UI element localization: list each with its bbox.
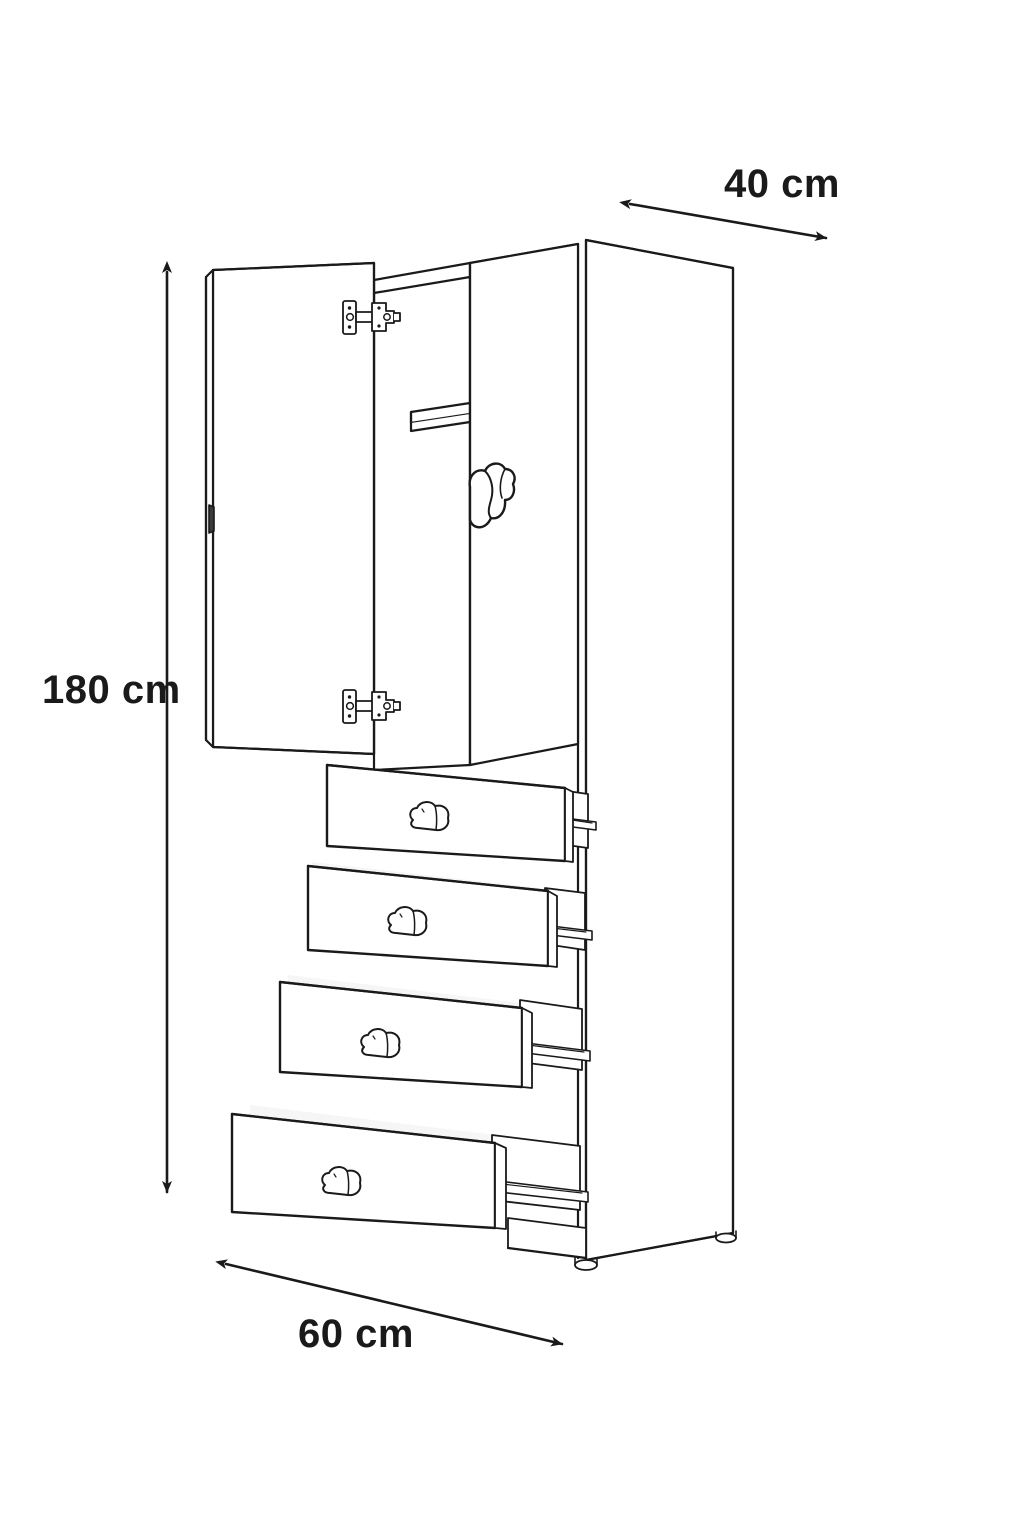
foot-front-right-icon bbox=[715, 1230, 737, 1244]
dimension-label-height: 180 cm bbox=[42, 668, 181, 712]
door-edge-pull-icon[interactable] bbox=[208, 504, 215, 534]
drawer-3[interactable] bbox=[278, 975, 591, 1089]
dimension-arrow-width bbox=[215, 1259, 564, 1347]
drawer-1[interactable] bbox=[325, 763, 597, 863]
dimension-label-width: 60 cm bbox=[298, 1312, 414, 1356]
cloud-handle-drawer-2-icon[interactable] bbox=[387, 906, 428, 937]
drawer-4[interactable] bbox=[230, 1105, 589, 1230]
cloud-handle-door-icon[interactable] bbox=[468, 462, 516, 529]
dimension-arrow-depth bbox=[619, 199, 828, 242]
foot-front-left-icon bbox=[574, 1257, 598, 1271]
clothes-rail bbox=[409, 401, 472, 433]
upper-hinge-icon bbox=[342, 300, 401, 335]
wardrobe-door[interactable] bbox=[204, 261, 376, 756]
cabinet-carcass bbox=[576, 238, 735, 1262]
drawer-2[interactable] bbox=[306, 862, 593, 968]
lower-hinge-icon bbox=[342, 689, 401, 724]
dimension-label-depth: 40 cm bbox=[724, 162, 840, 206]
cloud-handle-drawer-4-icon[interactable] bbox=[321, 1166, 362, 1197]
cloud-handle-drawer-1-icon[interactable] bbox=[409, 801, 450, 832]
cloud-handle-drawer-3-icon[interactable] bbox=[360, 1028, 401, 1059]
cabinet-plinth bbox=[506, 1217, 588, 1260]
